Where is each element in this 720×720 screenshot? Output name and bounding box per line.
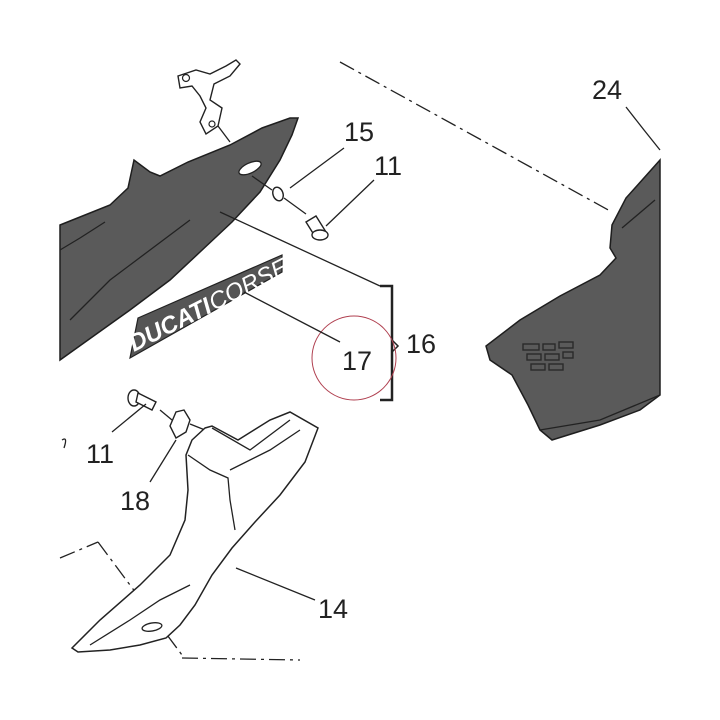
part-11-screw-left	[127, 389, 157, 411]
callout-17: 17	[342, 346, 372, 376]
decal-word-corse: CORSE	[204, 253, 293, 316]
part-16-fairing	[59, 117, 300, 362]
part-15-washer	[251, 175, 307, 215]
part-11-screw-top	[305, 215, 329, 241]
callout-leaders	[111, 106, 661, 601]
callout-11-left: 11	[86, 439, 114, 469]
callout-16: 16	[406, 329, 436, 359]
callout-18: 18	[120, 486, 150, 516]
part-24-emblem	[522, 341, 574, 371]
highlight-circle	[311, 315, 397, 401]
mounting-bracket	[177, 59, 241, 143]
callout-15: 15	[344, 117, 374, 147]
part-18-clip	[159, 409, 206, 439]
callout-24: 24	[592, 75, 622, 105]
part-14-lower-panel	[61, 411, 319, 653]
callout-14: 14	[318, 594, 348, 624]
callout-numbers: 24 15 11 16 17 11 18 14	[86, 75, 622, 624]
callout-11-top: 11	[374, 151, 402, 181]
part-24-side-panel	[485, 158, 661, 441]
group-16-bracket	[380, 284, 400, 402]
